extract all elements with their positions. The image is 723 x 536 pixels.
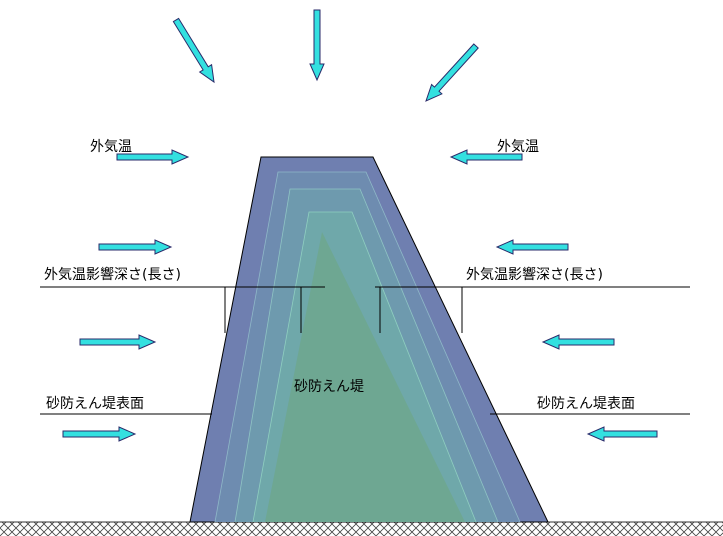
label-influence-depth-right: 外気温影響深さ(長さ) xyxy=(466,266,603,283)
label-dam-surface-right: 砂防えん堤表面 xyxy=(537,396,635,412)
arrow-right-4-icon xyxy=(586,426,658,442)
arrow-left-4-icon xyxy=(62,426,137,442)
dam-body xyxy=(189,156,549,523)
arrow-right-3-icon xyxy=(541,334,615,350)
arrow-top-center-icon xyxy=(309,9,325,82)
arrow-top-left-icon xyxy=(172,17,215,84)
arrow-left-1-icon xyxy=(116,149,190,165)
arrow-left-2-icon xyxy=(98,239,173,255)
dam-core xyxy=(265,232,465,522)
ground-hatch xyxy=(0,522,723,536)
arrow-right-1-icon xyxy=(449,149,523,165)
label-dam-body: 砂防えん堤 xyxy=(294,379,364,395)
label-outside-air-temp-right: 外気温 xyxy=(497,139,539,155)
label-outside-air-temp-left: 外気温 xyxy=(90,139,132,155)
leader-lines xyxy=(40,286,690,415)
air-temperature-arrows xyxy=(62,9,658,442)
arrow-left-3-icon xyxy=(79,334,157,350)
arrow-top-right-icon xyxy=(425,43,479,102)
label-dam-surface-left: 砂防えん堤表面 xyxy=(46,396,144,412)
label-influence-depth-left: 外気温影響深さ(長さ) xyxy=(44,266,181,283)
arrow-right-2-icon xyxy=(495,239,569,255)
